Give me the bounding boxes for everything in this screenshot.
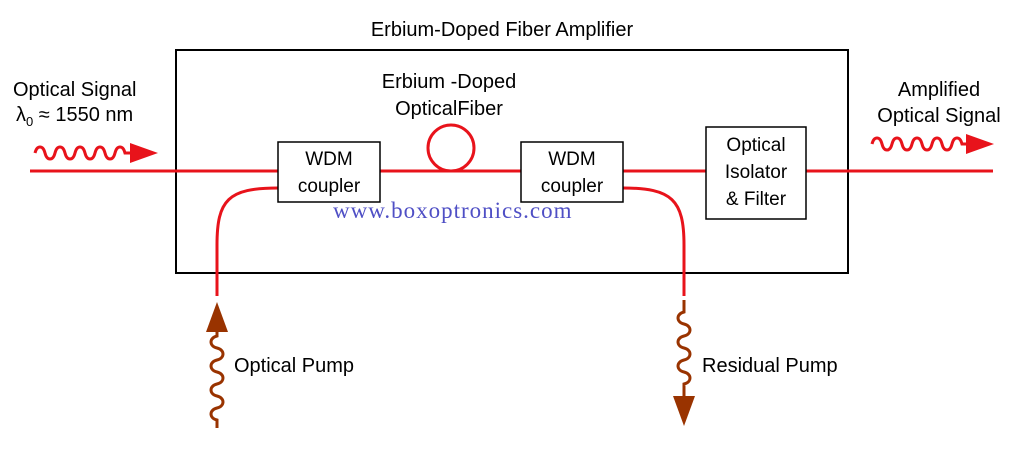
input-signal-label-line1: Optical Signal [13,79,136,101]
wdm-coupler-1-box [277,141,381,203]
input-signal-wave-arrow [33,143,158,163]
wdm-coupler-2-box [520,141,624,203]
wdm-coupler-1-line2: coupler [298,176,361,197]
watermark: www.boxoptronics.com [333,198,573,223]
output-signal-label-line2: Optical Signal [877,105,1000,127]
optical-pump-wave [209,330,225,428]
input-signal-arrowhead [130,143,158,163]
isolator-box [705,126,807,220]
isolator-line1: Optical [726,135,785,156]
wdm-coupler-2-line2: coupler [541,176,604,197]
diagram-title: Erbium-Doped Fiber Amplifier [371,19,634,41]
fiber-label-line1: Erbium -Doped [382,71,517,93]
input-signal-label-line2: λ0 ≈ 1550 nm [16,104,133,129]
optical-isolator-filter: Optical Isolator & Filter [705,126,807,220]
wdm-coupler-1-line1: WDM [305,149,352,170]
output-signal-arrowhead [966,134,994,154]
isolator-line3: & Filter [726,189,787,210]
optical-pump-label: Optical Pump [234,355,354,377]
wdm-coupler-2: WDM coupler [520,141,624,203]
output-signal-wave-arrow [870,134,994,154]
fiber-label-line2: OpticalFiber [395,98,503,120]
input-signal-wave [33,145,140,161]
residual-pump-label: Residual Pump [702,355,838,377]
pump-input-fiber [215,186,279,296]
residual-pump-arrowhead [673,396,695,426]
wdm-coupler-1: WDM coupler [277,141,381,203]
wdm-coupler-2-line1: WDM [548,149,595,170]
optical-pump-arrow [206,302,228,428]
residual-pump-arrow [673,300,695,426]
residual-pump-wave [676,300,692,398]
fiber-coil [426,123,476,173]
output-signal-label-line1: Amplified [898,79,980,101]
isolator-line2: Isolator [725,162,788,183]
pump-output-fiber [622,186,686,296]
amplifier-enclosure [175,49,849,274]
optical-pump-arrowhead [206,302,228,332]
output-signal-wave [870,136,975,152]
